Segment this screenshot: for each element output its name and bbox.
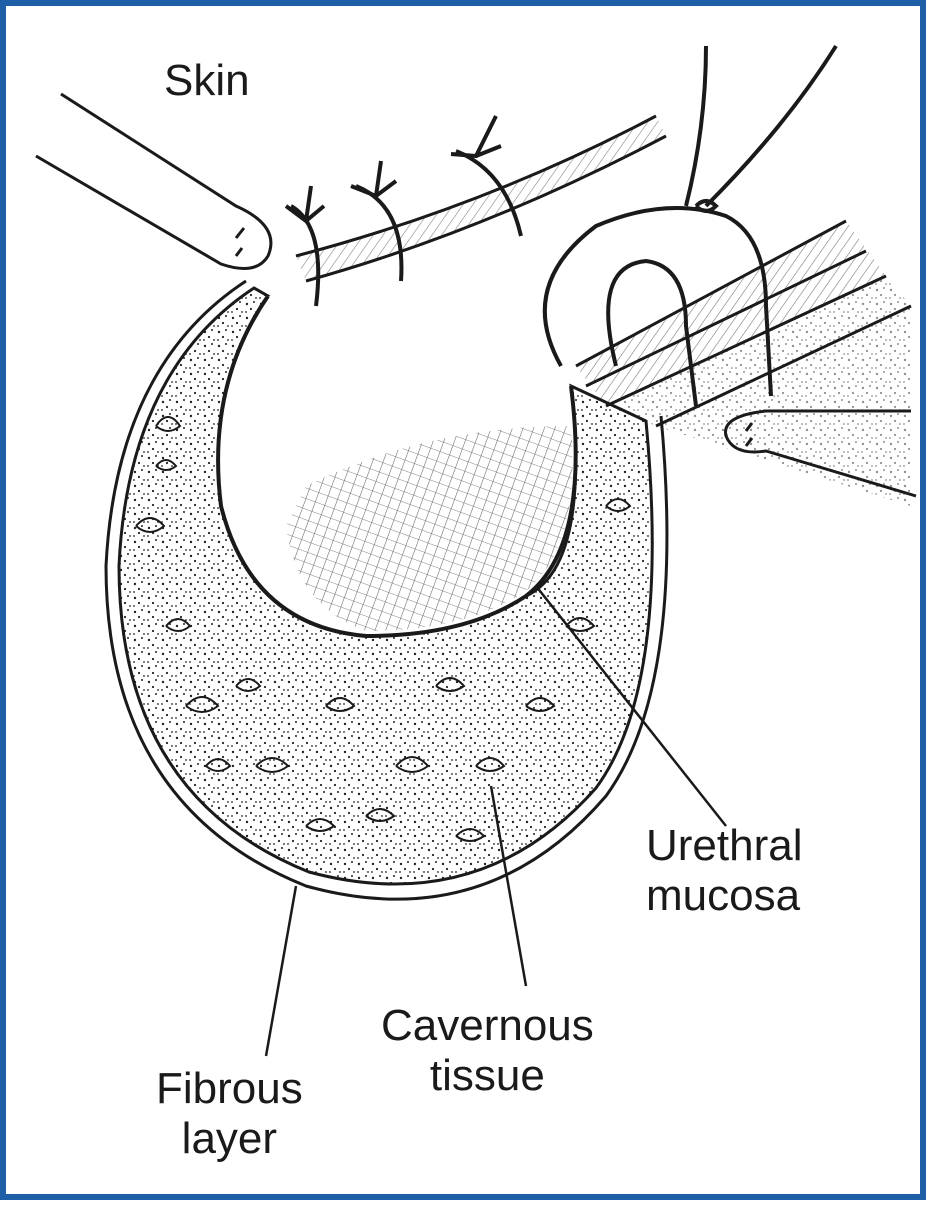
label-cavernous-tissue-line2: tissue xyxy=(381,1051,594,1101)
left-finger xyxy=(36,94,271,269)
label-urethral-mucosa-line1: Urethral xyxy=(646,821,803,871)
label-skin: Skin xyxy=(164,56,250,106)
label-cavernous-tissue-line1: Cavernous xyxy=(381,1001,594,1051)
label-skin-text: Skin xyxy=(164,56,250,106)
label-cavernous-tissue: Cavernous tissue xyxy=(381,1001,594,1101)
label-urethral-mucosa-line2: mucosa xyxy=(646,871,803,921)
label-fibrous-layer-line1: Fibrous xyxy=(156,1064,303,1114)
label-urethral-mucosa: Urethral mucosa xyxy=(646,821,803,921)
skin-hatching xyxy=(296,116,666,281)
label-fibrous-layer-line2: layer xyxy=(156,1114,303,1164)
label-fibrous-layer: Fibrous layer xyxy=(156,1064,303,1164)
leader-fibrous-layer xyxy=(266,886,296,1056)
